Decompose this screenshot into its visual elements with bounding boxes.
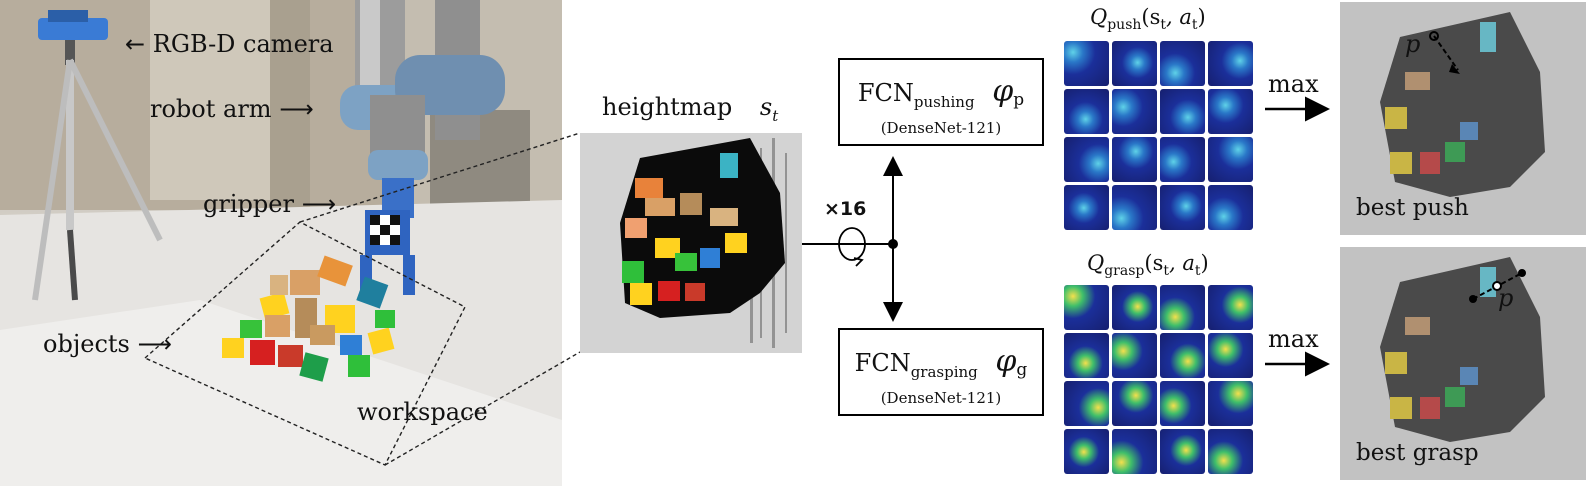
best-push-tile: p best push: [1340, 2, 1586, 235]
fcn-grasp-backbone: (DenseNet-121): [880, 388, 1002, 407]
best-grasp-tile: p best grasp: [1340, 247, 1586, 480]
best-push-label: best push: [1356, 195, 1469, 221]
q-push-t2: t: [1191, 17, 1198, 34]
q-map-cell: [1064, 381, 1109, 426]
label-arm: robot arm: [150, 95, 272, 123]
q-map-cell: [1160, 429, 1205, 474]
q-grasp-t2: t: [1194, 263, 1201, 280]
q-map-cell: [1160, 381, 1205, 426]
q-map-cell: [1160, 137, 1205, 182]
q-map-cell: [1112, 89, 1157, 134]
q-map-cell: [1160, 185, 1205, 230]
q-map-cell: [1064, 333, 1109, 378]
heightmap-symbol: s: [759, 93, 773, 121]
phi-grasp-sub: g: [1016, 360, 1028, 380]
q-map-cell: [1208, 89, 1253, 134]
q-grasp-close: ): [1200, 251, 1209, 275]
q-map-cell: [1064, 429, 1109, 474]
q-map-cell: [1208, 285, 1253, 330]
q-push-a: , a: [1166, 5, 1192, 29]
q-map-cell: [1208, 41, 1253, 86]
max-grasp-label: max: [1268, 325, 1319, 353]
q-map-cell: [1112, 381, 1157, 426]
heightmap-label: heightmap: [602, 93, 733, 121]
q-map-cell: [1064, 185, 1109, 230]
q-grasp-sub: grasp: [1104, 263, 1145, 280]
q-grasp-grid: [1064, 285, 1253, 474]
fcn-grasp-name: FCN: [854, 349, 911, 377]
label-gripper: gripper: [203, 190, 294, 218]
fcn-push-backbone: (DenseNet-121): [880, 118, 1002, 137]
q-map-cell: [1064, 285, 1109, 330]
q-push-q: Q: [1090, 5, 1108, 29]
q-map-cell: [1208, 333, 1253, 378]
q-map-cell: [1112, 333, 1157, 378]
fcn-pushing-box: FCNpushing φp (DenseNet-121): [838, 58, 1044, 146]
fcn-grasp-sub: grasping: [910, 362, 978, 381]
q-map-cell: [1160, 41, 1205, 86]
q-push-s: (s: [1141, 5, 1161, 29]
q-map-cell: [1160, 333, 1205, 378]
q-map-cell: [1112, 185, 1157, 230]
fcn-push-name: FCN: [857, 79, 914, 107]
phi-push: φ: [992, 74, 1014, 109]
label-objects: objects: [43, 330, 130, 358]
phi-push-sub: p: [1013, 90, 1025, 110]
fcn-push-sub: pushing: [913, 92, 975, 111]
block-icon: [222, 255, 395, 382]
q-grasp-q: Q: [1087, 251, 1105, 275]
q-grasp-s: (s: [1144, 251, 1164, 275]
q-map-cell: [1112, 429, 1157, 474]
fcn-grasping-box: FCNgrasping φg (DenseNet-121): [838, 328, 1044, 416]
q-map-cell: [1208, 137, 1253, 182]
q-push-t1: t: [1160, 17, 1167, 34]
push-point-label: p: [1405, 30, 1421, 58]
q-map-cell: [1160, 89, 1205, 134]
best-grasp-label: best grasp: [1356, 440, 1479, 466]
phi-grasp: φ: [995, 344, 1017, 379]
q-map-cell: [1064, 89, 1109, 134]
q-map-cell: [1064, 41, 1109, 86]
q-map-cell: [1112, 41, 1157, 86]
q-grasp-a: , a: [1169, 251, 1195, 275]
q-push-close: ): [1197, 5, 1206, 29]
q-map-cell: [1208, 429, 1253, 474]
grasp-point-label: p: [1498, 284, 1514, 312]
q-push-grid: [1064, 41, 1253, 230]
q-map-cell: [1208, 381, 1253, 426]
q-push-sub: push: [1107, 17, 1142, 34]
q-map-cell: [1064, 137, 1109, 182]
camera-icon: [32, 10, 163, 301]
q-map-cell: [1208, 185, 1253, 230]
heightmap-image: [580, 133, 802, 353]
q-map-cell: [1160, 285, 1205, 330]
max-push-label: max: [1268, 70, 1319, 98]
rotation-label: ×16: [824, 198, 867, 220]
heightmap-symbol-sub: t: [772, 106, 779, 125]
q-map-cell: [1112, 137, 1157, 182]
q-grasp-t1: t: [1163, 263, 1169, 280]
q-map-cell: [1112, 285, 1157, 330]
rotation-icon: [838, 227, 866, 267]
label-camera: RGB-D camera: [152, 30, 334, 58]
